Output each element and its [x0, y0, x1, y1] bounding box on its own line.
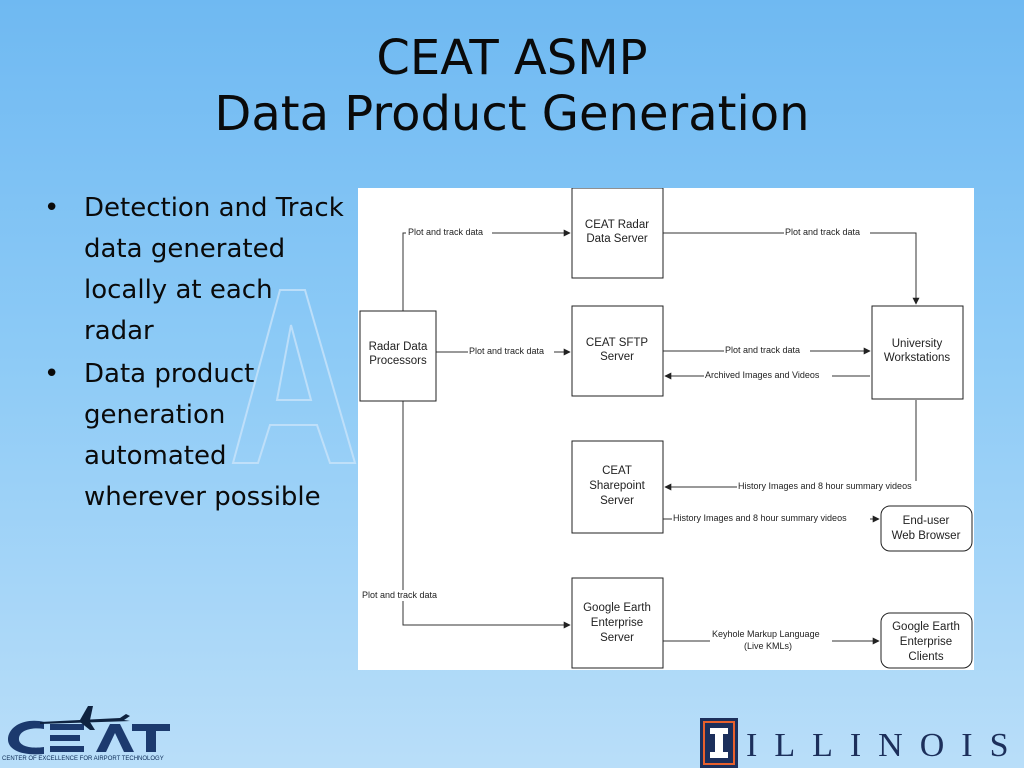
edge-label: Plot and track data	[785, 227, 860, 237]
bullet-list: • Detection and Track data generated loc…	[44, 188, 344, 520]
node-label: Server	[600, 495, 634, 507]
bullet-item: • Data product generation automated wher…	[44, 354, 344, 518]
node-label: Workstations	[884, 352, 951, 364]
edge-label: Plot and track data	[408, 227, 483, 237]
node-university-workstations: University Workstations	[871, 305, 964, 400]
watermark-a-icon	[231, 289, 357, 464]
node-ceat-radar-data-server: CEAT Radar Data Server	[571, 188, 664, 279]
node-label: Google Earth	[583, 602, 651, 614]
edge-label: History Images and 8 hour summary videos	[738, 481, 912, 491]
ceat-caption: CENTER OF EXCELLENCE FOR AIRPORT TECHNOL…	[2, 756, 164, 762]
illinois-wordmark: ILLINOIS	[746, 727, 1024, 764]
node-end-user-web-browser: End-user Web Browser	[880, 505, 973, 552]
illinois-block-i-icon	[700, 718, 738, 768]
node-label: Data Server	[586, 233, 648, 245]
node-label: Enterprise	[900, 636, 952, 648]
bullet-text: Detection and Track data generated local…	[84, 193, 344, 346]
node-ceat-sftp-server: CEAT SFTP Server	[571, 305, 664, 397]
title-line-2: Data Product Generation	[214, 86, 810, 142]
edge-label: Plot and track data	[362, 590, 437, 600]
node-google-earth-clients: Google Earth Enterprise Clients	[880, 612, 973, 669]
bullet-text: Data product generation automated wherev…	[84, 359, 321, 512]
node-label: Server	[600, 632, 634, 644]
node-label: Processors	[369, 355, 427, 367]
edge-label: (Live KMLs)	[744, 641, 792, 651]
node-label: CEAT SFTP	[586, 337, 649, 349]
node-label: University	[892, 338, 943, 350]
slide-title: CEAT ASMP Data Product Generation	[0, 30, 1024, 142]
node-label: Radar Data	[369, 341, 428, 353]
node-radar-data-processors: Radar Data Processors	[359, 310, 437, 402]
node-label: Server	[600, 351, 634, 363]
edge-label: Plot and track data	[469, 346, 544, 356]
bullet-item: • Detection and Track data generated loc…	[44, 188, 344, 352]
edge-label: Archived Images and Videos	[705, 370, 820, 380]
node-google-earth-server: Google Earth Enterprise Server	[571, 577, 664, 669]
node-label: Enterprise	[591, 617, 643, 629]
title-line-1: CEAT ASMP	[376, 30, 648, 86]
data-flow-diagram: Plot and track data Plot and track data …	[358, 188, 974, 670]
bullet-icon: •	[44, 359, 60, 389]
edge-label: History Images and 8 hour summary videos	[673, 513, 847, 523]
edge-label: Keyhole Markup Language	[712, 629, 820, 639]
node-label: End-user	[903, 515, 950, 527]
node-label: Sharepoint	[589, 480, 645, 492]
node-label: CEAT	[602, 465, 632, 477]
node-label: Clients	[908, 651, 943, 663]
edge-label: Plot and track data	[725, 345, 800, 355]
node-label: CEAT Radar	[585, 219, 649, 231]
ceat-logo-icon	[7, 706, 170, 755]
illinois-logo: ILLINOIS	[700, 715, 1024, 768]
bullet-icon: •	[44, 193, 60, 223]
node-label: Web Browser	[892, 530, 961, 542]
edge-labels: Plot and track data Plot and track data …	[361, 227, 935, 653]
node-label: Google Earth	[892, 621, 960, 633]
node-ceat-sharepoint-server: CEAT Sharepoint Server	[571, 440, 664, 534]
